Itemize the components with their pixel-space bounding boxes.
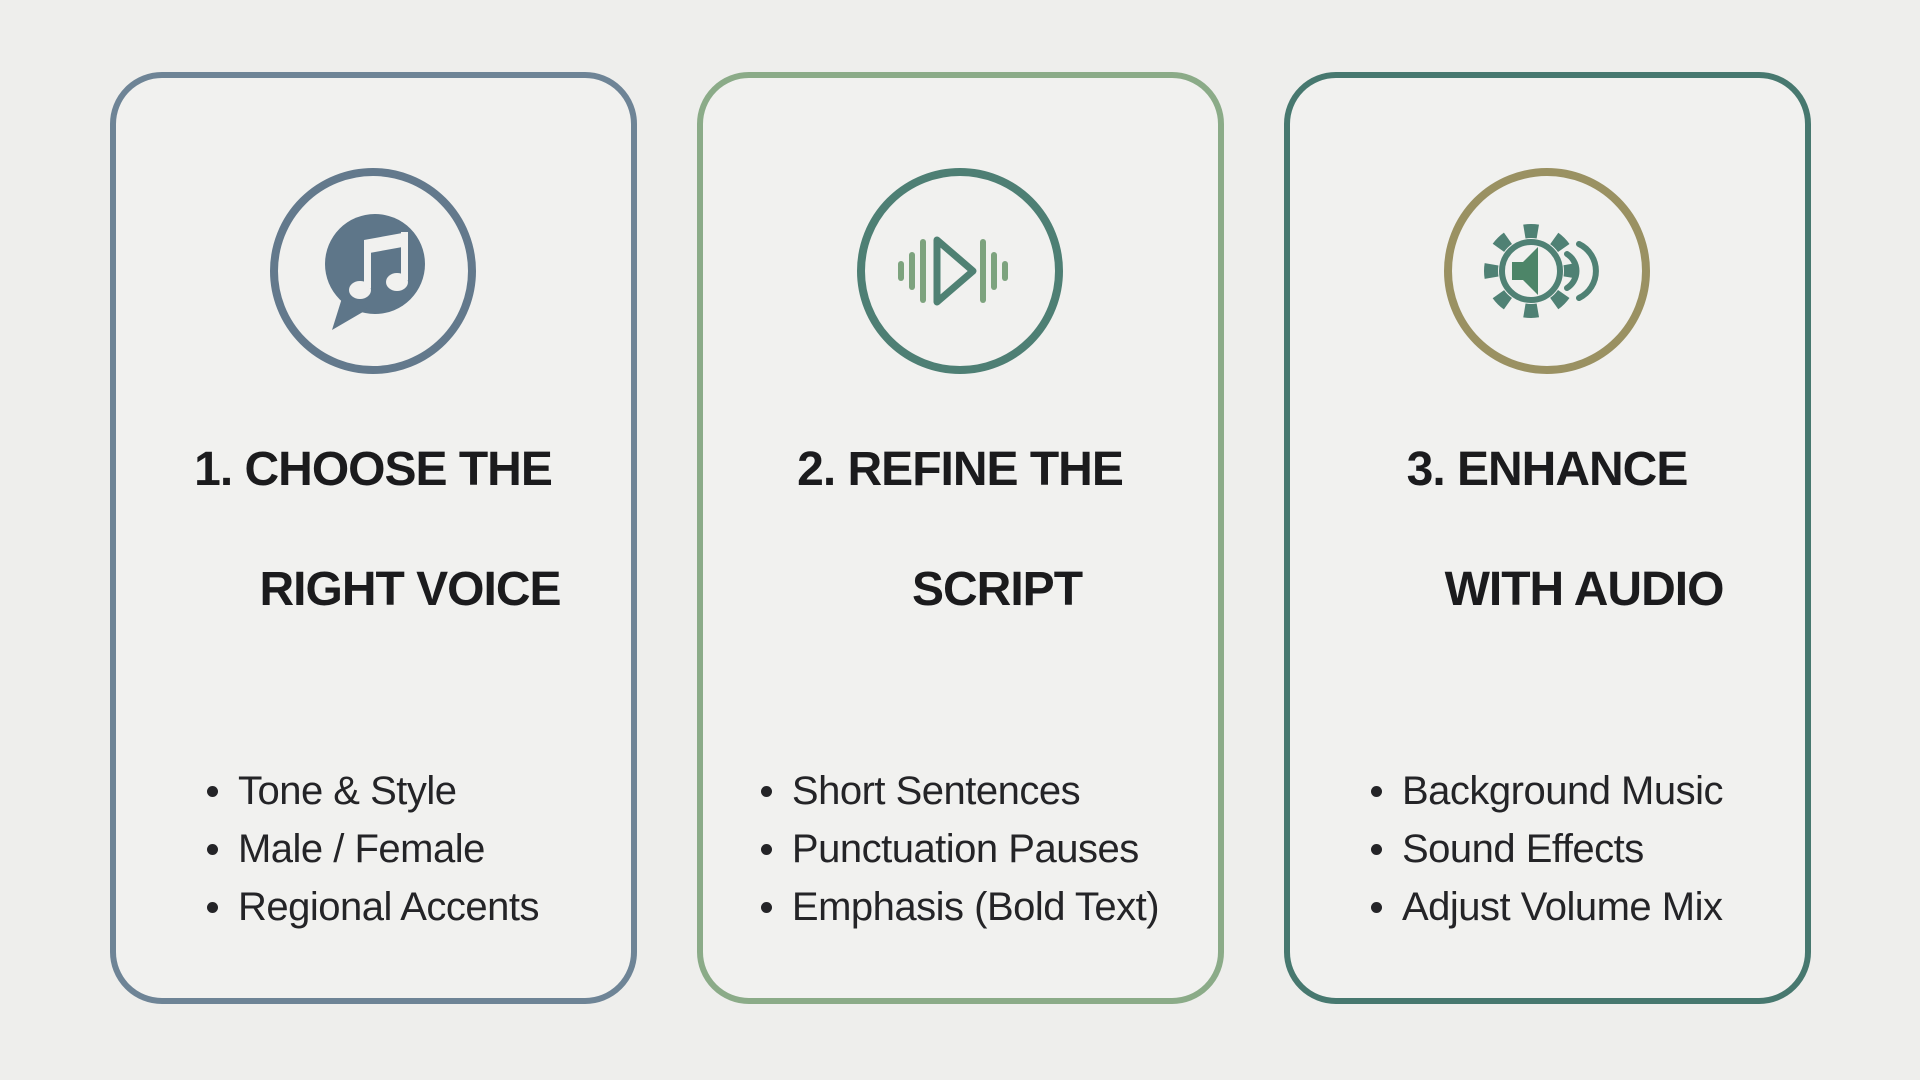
play-button-waveform-icon — [898, 236, 1008, 306]
list-item: Male / Female — [206, 820, 539, 878]
card-enhance-with-audio: 3. ENHANCE WITH AUDIO Background Music S… — [1283, 72, 1811, 1004]
step1-icon-ring — [270, 168, 476, 374]
step1-bullet-list: Tone & Style Male / Female Regional Acce… — [206, 762, 540, 936]
list-item: Punctuation Pauses — [760, 820, 1159, 878]
step2-title-line2: SCRIPT — [912, 563, 1083, 616]
step2-title-line1: 2. REFINE THE — [797, 443, 1124, 496]
step2-title: 2. REFINE THE SCRIPT — [797, 440, 1124, 620]
list-item: Regional Accents — [206, 878, 540, 936]
step1-title-line1: 1. CHOOSE THE — [194, 443, 553, 496]
step1-title-line2: RIGHT VOICE — [259, 563, 561, 616]
card-refine-the-script: 2. REFINE THE SCRIPT Short Sentences Pun… — [696, 72, 1224, 1004]
step1-title: 1. CHOOSE THE RIGHT VOICE — [185, 440, 561, 620]
card-choose-the-right-voice: 1. CHOOSE THE RIGHT VOICE Tone & Style M… — [109, 72, 637, 1004]
step3-title-line1: 3. ENHANCE — [1406, 443, 1689, 496]
list-item: Sound Effects — [1370, 820, 1723, 878]
list-item: Emphasis (Bold Text) — [760, 878, 1160, 936]
list-item: Background Music — [1370, 762, 1724, 820]
step2-icon-ring — [857, 168, 1063, 374]
step3-bullet-list: Background Music Sound Effects Adjust Vo… — [1370, 762, 1724, 936]
gear-speaker-icon — [1484, 224, 1599, 318]
list-item: Tone & Style — [206, 762, 539, 820]
list-item: Short Sentences — [760, 762, 1159, 820]
step3-title-line2: WITH AUDIO — [1444, 563, 1725, 616]
list-item: Adjust Volume Mix — [1370, 878, 1723, 936]
music-note-speech-bubble-icon — [325, 214, 425, 330]
step3-icon-ring — [1444, 168, 1650, 374]
step3-title: 3. ENHANCE WITH AUDIO — [1371, 440, 1725, 620]
step2-bullet-list: Short Sentences Punctuation Pauses Empha… — [760, 762, 1160, 936]
